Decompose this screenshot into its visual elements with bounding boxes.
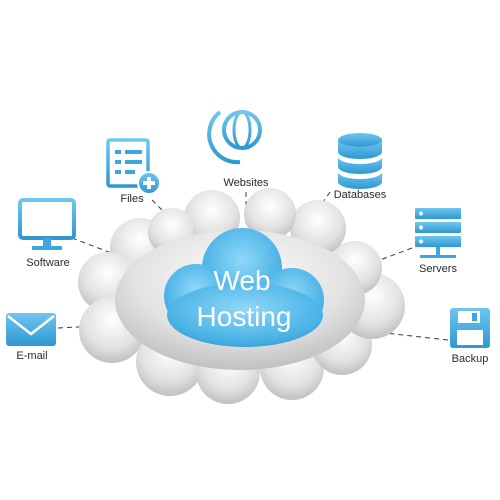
label-databases: Databases [334, 189, 387, 201]
label-servers: Servers [419, 263, 457, 275]
center-title-line1: Web [213, 265, 270, 296]
label-websites: Websites [223, 177, 269, 189]
label-files: Files [120, 193, 144, 205]
database-icon [338, 133, 382, 189]
label-backup: Backup [452, 353, 489, 365]
gray-cloud [78, 188, 405, 404]
globe-icon [207, 110, 262, 172]
center-title-line2: Hosting [197, 301, 292, 332]
envelope-icon [6, 313, 56, 346]
label-software: Software [26, 257, 69, 269]
blue-cloud [164, 228, 324, 347]
server-icon [415, 208, 461, 258]
file-add-icon [106, 138, 161, 195]
floppy-disk-icon [450, 308, 490, 348]
monitor-icon [18, 198, 76, 250]
label-email: E-mail [16, 350, 47, 362]
